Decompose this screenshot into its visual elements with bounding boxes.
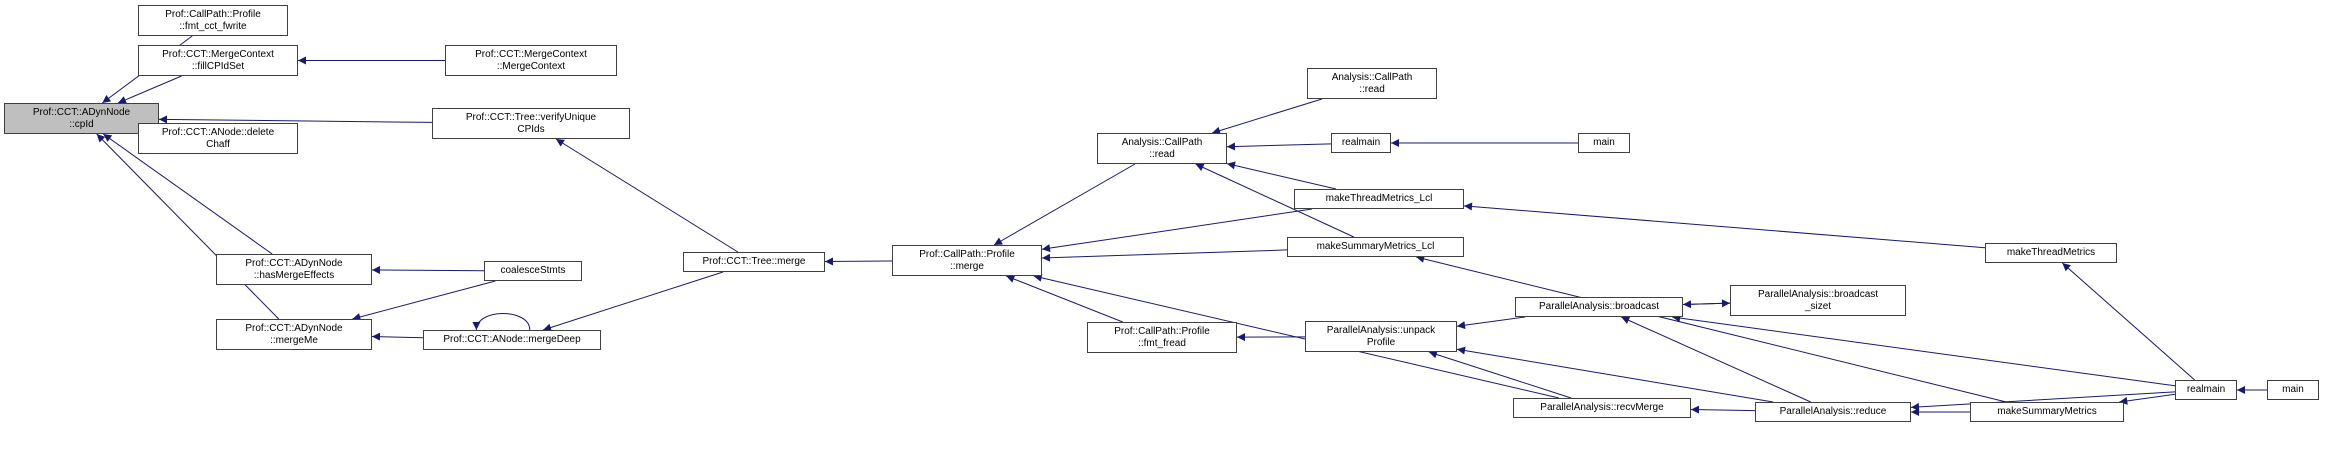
node-analysis-callpath-read-2[interactable]: Analysis::CallPath ::read <box>1307 68 1437 99</box>
edge-realmain2-to-reduce <box>1910 391 2176 411</box>
node-broadcast[interactable]: ParallelAnalysis::broadcast <box>1515 297 1683 317</box>
node-recv-merge[interactable]: ParallelAnalysis::recvMerge <box>1513 398 1691 418</box>
node-merge-deep[interactable]: Prof::CCT::ANode::mergeDeep <box>423 330 601 350</box>
node-make-summary-metrics[interactable]: makeSummaryMetrics <box>1970 402 2124 422</box>
edge-mergeDeep-to-mergeMe <box>371 332 424 341</box>
node-fmt-fread[interactable]: Prof::CallPath::Profile ::fmt_fread <box>1087 322 1237 353</box>
node-tree-merge[interactable]: Prof::CCT::Tree::merge <box>683 252 825 272</box>
edge-makeSummaryMetrics_Lcl-to-acpRead1 <box>1195 163 1355 238</box>
node-unpack-profile[interactable]: ParallelAnalysis::unpack Profile <box>1305 321 1457 352</box>
node-merge-me[interactable]: Prof::CCT::ADynNode ::mergeMe <box>216 319 372 350</box>
edge-coalesceStmts-to-mergeMe <box>352 280 496 321</box>
node-cpid: Prof::CCT::ADynNode ::cpId <box>4 103 159 134</box>
node-coalesce-stmts[interactable]: coalesceStmts <box>484 261 582 281</box>
edge-fillCPIdSet-to-cpId <box>117 75 182 104</box>
node-reduce[interactable]: ParallelAnalysis::reduce <box>1755 402 1911 422</box>
edge-verifyUniqueCPIds-to-cpId <box>158 115 433 124</box>
node-broadcast-sizet[interactable]: ParallelAnalysis::broadcast _sizet <box>1730 285 1906 316</box>
edge-fmt_fread-to-profileMerge <box>1006 275 1123 323</box>
edge-acpRead1-to-profileMerge <box>993 163 1136 246</box>
edge-mergeDeep-to-mergeDeep <box>472 313 531 331</box>
node-has-merge-effects[interactable]: Prof::CCT::ADynNode ::hasMergeEffects <box>216 254 372 285</box>
node-main-2[interactable]: main <box>2267 380 2319 400</box>
edge-makeSummaryMetrics_Lcl-to-profileMerge <box>1041 249 1288 262</box>
edge-realmain1-to-acpRead1 <box>1226 142 1332 151</box>
edge-acpRead2-to-acpRead1 <box>1211 98 1323 135</box>
node-analysis-callpath-read[interactable]: Analysis::CallPath ::read <box>1097 133 1227 164</box>
edge-treeMerge-to-verifyUniqueCPIds <box>555 138 739 253</box>
node-fill-cpid-set[interactable]: Prof::CCT::MergeContext ::fillCPIdSet <box>138 45 298 76</box>
node-main[interactable]: main <box>1578 133 1630 153</box>
edge-makeThreadMetrics-to-makeThreadMetrics_Lcl <box>1463 202 1986 249</box>
node-realmain-2[interactable]: realmain <box>2175 380 2237 400</box>
edge-broadcast-to-broadcast_sizet <box>1682 299 1731 308</box>
node-profile-merge[interactable]: Prof::CallPath::Profile ::merge <box>892 245 1042 276</box>
edge-coalesceStmts-to-hasMergeEffects <box>371 266 485 275</box>
edge-realmain2-to-makeThreadMetrics <box>2061 262 2196 381</box>
edge-realmain2-to-makeSummaryMetrics <box>2119 393 2176 405</box>
node-make-thread-metrics[interactable]: makeThreadMetrics <box>1985 243 2117 263</box>
edge-broadcast-to-unpackProfile <box>1456 316 1526 330</box>
node-fmt-cct-fwrite[interactable]: Prof::CallPath::Profile ::fmt_cct_fwrite <box>138 5 288 36</box>
node-delete-chaff[interactable]: Prof::CCT::ANode::delete Chaff <box>138 123 298 154</box>
node-realmain[interactable]: realmain <box>1331 133 1391 153</box>
node-make-thread-metrics-lcl[interactable]: makeThreadMetrics_Lcl <box>1294 189 1464 209</box>
edge-recvMerge-to-unpackProfile <box>1428 350 1572 399</box>
node-verify-unique-cpids[interactable]: Prof::CCT::Tree::verifyUnique CPIds <box>432 108 630 139</box>
edge-makeThreadMetrics_Lcl-to-acpRead1 <box>1226 161 1337 190</box>
edge-treeMerge-to-mergeDeep <box>542 271 724 332</box>
edge-reduce-to-broadcast <box>1621 316 1811 403</box>
edge-hasMergeEffects-to-cpId <box>103 133 273 255</box>
node-make-summary-metrics-lcl[interactable]: makeSummaryMetrics_Lcl <box>1287 237 1464 257</box>
edge-realmain2-to-broadcast <box>1672 314 2176 387</box>
edge-reduce-to-recvMerge <box>1690 405 1756 414</box>
edge-mergeMe-to-cpId <box>96 133 280 320</box>
edge-makeSummaryMetrics-to-makeSummaryMetrics_Lcl <box>1416 255 2007 403</box>
node-merge-context[interactable]: Prof::CCT::MergeContext ::MergeContext <box>445 45 617 76</box>
edge-makeThreadMetrics_Lcl-to-profileMerge <box>1041 208 1313 253</box>
edge-reduce-to-unpackProfile <box>1456 346 1774 403</box>
